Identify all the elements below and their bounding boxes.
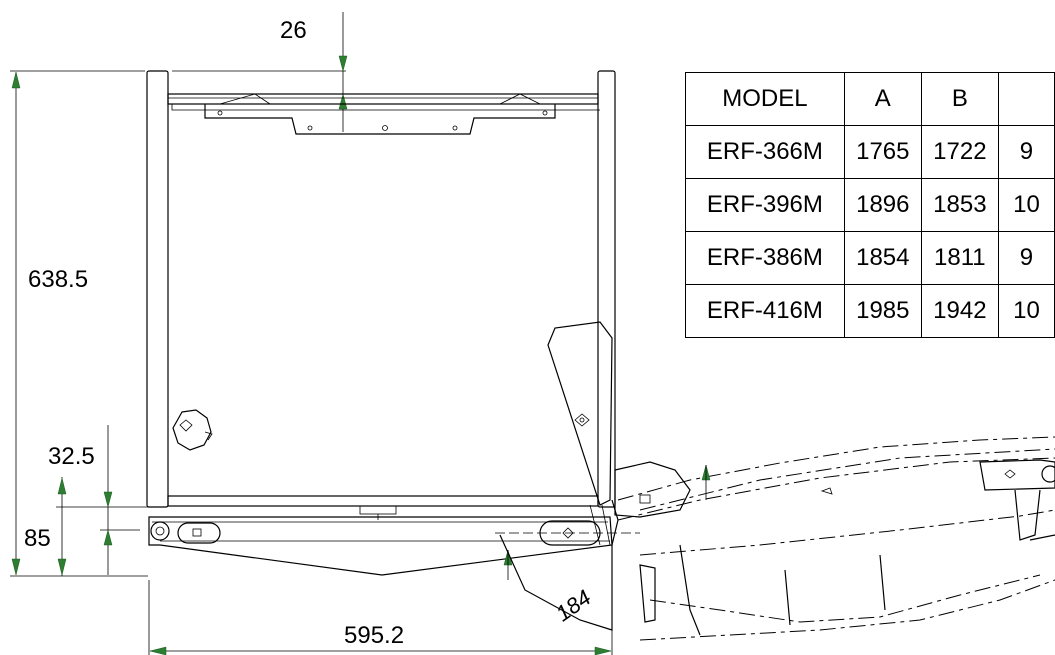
base-height-dimension: 85 <box>24 525 51 552</box>
height-dimension-line <box>10 70 148 577</box>
width-dimension: 595.2 <box>344 622 404 649</box>
height-dimension: 638.5 <box>28 266 88 293</box>
base-height-dimension-line <box>56 477 100 576</box>
base-tray <box>148 516 640 580</box>
door-open-outline <box>614 436 1055 641</box>
caster-wheel-icon <box>172 409 213 451</box>
handwritten-note: 184 <box>551 585 595 627</box>
top-gap-dimension: 26 <box>280 17 307 44</box>
door-swing: 184 <box>499 321 619 631</box>
lower-offset-dimension: 32.5 <box>48 443 95 470</box>
top-gap-dimension-line <box>172 12 348 132</box>
cabinet-frame <box>146 70 616 520</box>
lower-offset-dimension-line <box>100 425 150 575</box>
